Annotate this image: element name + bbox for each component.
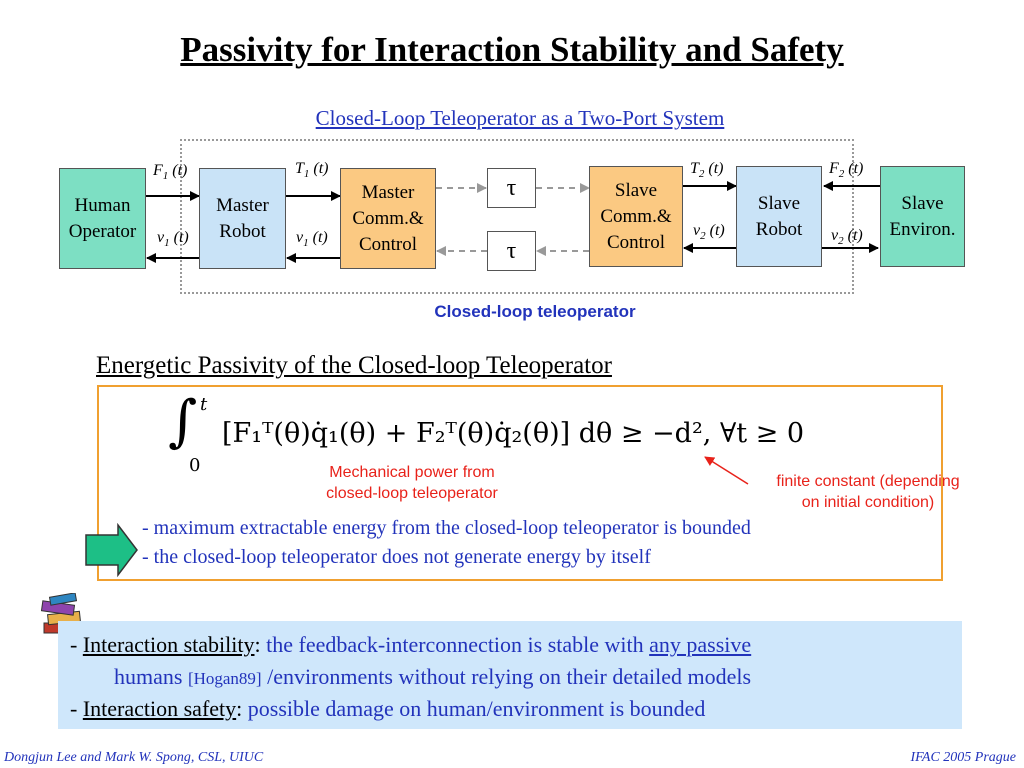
interaction-stability-line-2: humans [Hogan89] /environments without r…: [114, 664, 752, 689]
signal-F1: F1 (t): [153, 162, 188, 183]
integral-upper-limit: t: [200, 394, 208, 415]
signal-v1-master: v1 (t): [296, 229, 328, 250]
signal-T2: T2 (t): [690, 160, 724, 181]
signal-v2-env: v2 (t): [831, 227, 863, 248]
closed-loop-frame: [180, 139, 854, 294]
arrow-right-icon: [85, 523, 138, 578]
diagram-subtitle: Closed-Loop Teleoperator as a Two-Port S…: [315, 106, 725, 130]
signal-v1-human: v1 (t): [157, 229, 189, 250]
closed-loop-label: Closed-loop teleoperator: [434, 302, 636, 321]
finite-constant-pointer: [704, 456, 749, 485]
bullet-bounded-energy: - maximum extractable energy from the cl…: [142, 517, 751, 539]
integral-lower-limit: 0: [189, 455, 201, 476]
diagram-connectors: [146, 181, 880, 263]
bullet-no-energy-generation: - the closed-loop teleoperator does not …: [142, 546, 651, 568]
delay-backward-block: τ: [487, 231, 536, 271]
signal-T1: T1 (t): [295, 160, 329, 181]
footer-venue: IFAC 2005 Prague: [910, 750, 1016, 765]
signal-v2-slave: v2 (t): [693, 222, 725, 243]
section-title: Energetic Passivity of the Closed-loop T…: [96, 352, 612, 379]
conclusions-box: [58, 621, 962, 729]
integral-sign: ∫: [168, 389, 198, 454]
page-title: Passivity for Interaction Stability and …: [180, 30, 844, 69]
passivity-inequality: [F₁ᵀ(θ)q̇₁(θ) + F₂ᵀ(θ)q̇₂(θ)] dθ ≥ −d², …: [222, 418, 805, 449]
any-passive-emphasis: any passive: [649, 632, 752, 657]
equation-box: [97, 385, 943, 581]
interaction-stability-line: - Interaction stability: the feedback-in…: [70, 632, 752, 657]
signal-F2: F2 (t): [829, 160, 864, 181]
interaction-safety-line: - Interaction safety: possible damage on…: [70, 696, 706, 721]
delay-forward-block: τ: [487, 168, 536, 208]
hogan-reference: [Hogan89]: [187, 669, 262, 688]
footer-authors: Dongjun Lee and Mark W. Spong, CSL, UIUC: [4, 750, 264, 765]
